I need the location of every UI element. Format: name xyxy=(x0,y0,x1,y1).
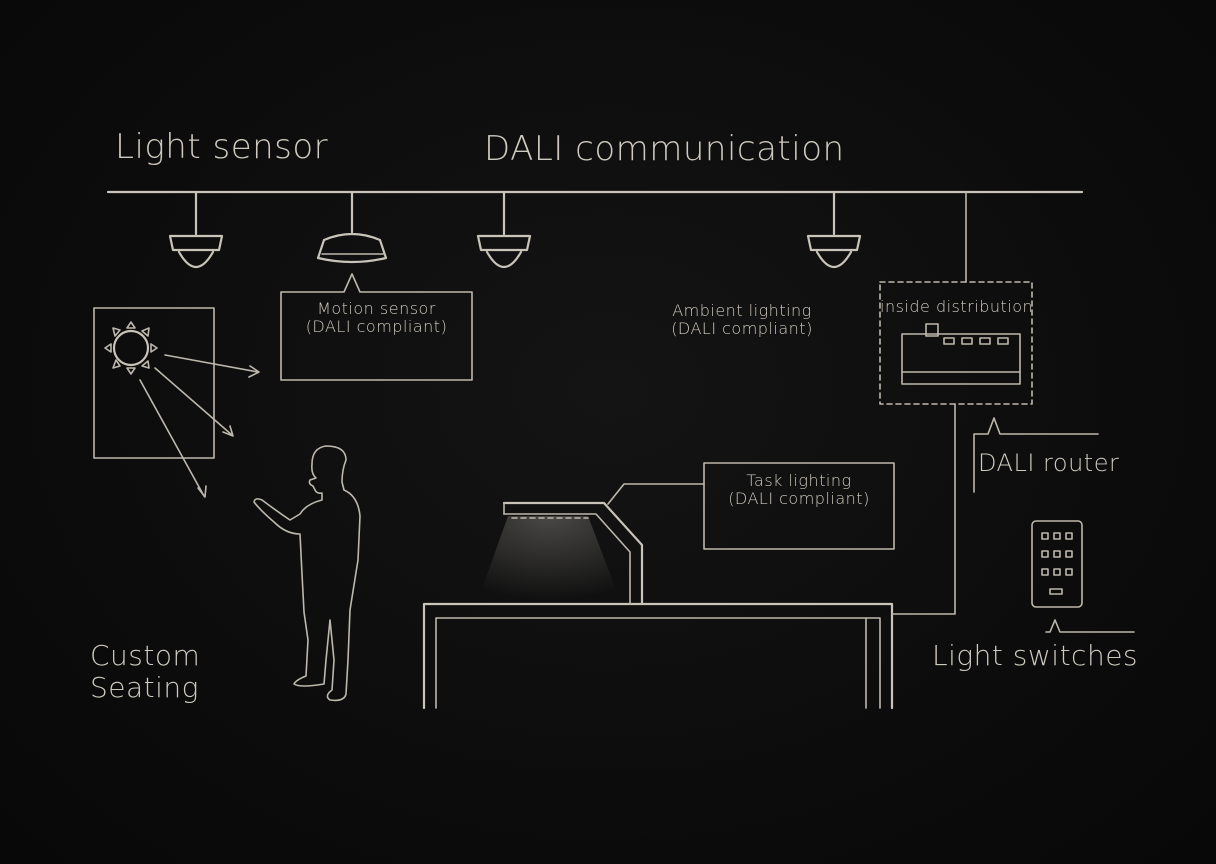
custom-seating-line1: Custom xyxy=(90,639,201,672)
sunlight-arrows xyxy=(139,354,260,498)
ambient-lighting-title: Ambient lighting xyxy=(672,301,812,320)
custom-seating-label: Custom Seating xyxy=(90,639,201,705)
motion-sensor-icon xyxy=(316,190,388,264)
dali-router-device-icon xyxy=(901,323,1021,385)
task-lighting-title: Task lighting xyxy=(746,471,852,490)
desk-lamp-icon xyxy=(478,501,644,606)
motion-sensor-callout xyxy=(280,273,473,381)
dali-router-callout xyxy=(973,417,1099,493)
window-frame xyxy=(93,307,215,459)
task-lighting-subtitle: (DALI compliant) xyxy=(728,489,870,509)
ceiling-light-icon xyxy=(806,190,862,269)
ambient-lighting-label: Ambient lighting (DALI compliant) xyxy=(620,301,864,339)
light-switches-label: Light switches xyxy=(932,639,1139,672)
motion-sensor-title: Motion sensor xyxy=(317,299,436,318)
ambient-lighting-subtitle: (DALI compliant) xyxy=(671,319,813,339)
inside-distribution-label: inside distribution xyxy=(880,297,1034,316)
task-lighting-label: Task lighting (DALI compliant) xyxy=(704,471,894,509)
sun-icon xyxy=(104,321,158,375)
dali-router-label: DALI router xyxy=(978,449,1120,477)
ceiling-light-icon xyxy=(168,190,224,269)
dali-feed-line xyxy=(891,191,967,615)
light-sensor-label: Light sensor xyxy=(115,127,329,167)
motion-sensor-subtitle: (DALI compliant) xyxy=(305,317,448,337)
light-switch-panel-icon xyxy=(1031,520,1135,633)
inside-distribution-box xyxy=(879,281,1033,405)
desk-icon xyxy=(422,602,894,710)
dali-communication-label: DALI communication xyxy=(484,129,845,169)
task-lighting-callout xyxy=(607,462,895,550)
ceiling-light-icon xyxy=(476,190,532,269)
person-icon xyxy=(253,445,361,702)
custom-seating-line2: Seating xyxy=(90,671,199,705)
motion-sensor-label: Motion sensor (DALI compliant) xyxy=(281,299,472,337)
